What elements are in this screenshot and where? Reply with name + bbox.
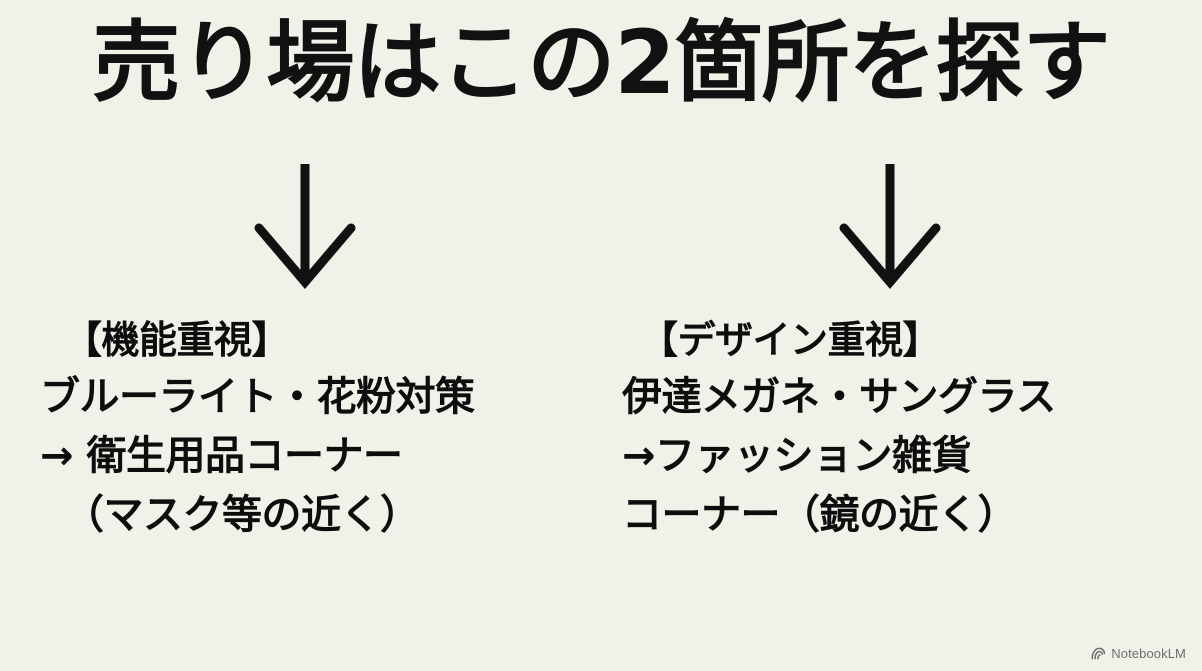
column-functional: 【機能重視】 ブルーライト・花粉対策 → 衛生用品コーナー （マスク等の近く） — [40, 312, 600, 545]
notebooklm-logo-icon — [1091, 647, 1106, 660]
down-arrow-right — [830, 160, 950, 290]
column-functional-line-1: ブルーライト・花粉対策 — [40, 374, 475, 420]
columns-container: 【機能重視】 ブルーライト・花粉対策 → 衛生用品コーナー （マスク等の近く） … — [0, 312, 1202, 592]
notebooklm-watermark-label: NotebookLM — [1111, 646, 1186, 661]
column-design-heading: 【デザイン重視】 — [640, 318, 941, 362]
column-design-line-3: コーナー（鏡の近く） — [622, 492, 1018, 538]
column-design-line-2: →ファッション雑貨 — [622, 433, 972, 479]
column-design: 【デザイン重視】 伊達メガネ・サングラス →ファッション雑貨 コーナー（鏡の近く… — [622, 312, 1182, 545]
page-title: 売り場はこの2箇所を探す — [92, 11, 1110, 114]
column-functional-heading: 【機能重視】 — [64, 318, 290, 362]
column-design-line-1: 伊達メガネ・サングラス — [622, 374, 1056, 420]
arrow-row — [0, 160, 1202, 290]
column-functional-line-2: → 衛生用品コーナー — [40, 433, 403, 479]
column-functional-line-3: （マスク等の近く） — [64, 492, 420, 538]
down-arrow-left — [245, 160, 365, 290]
notebooklm-watermark: NotebookLM — [1091, 646, 1186, 661]
